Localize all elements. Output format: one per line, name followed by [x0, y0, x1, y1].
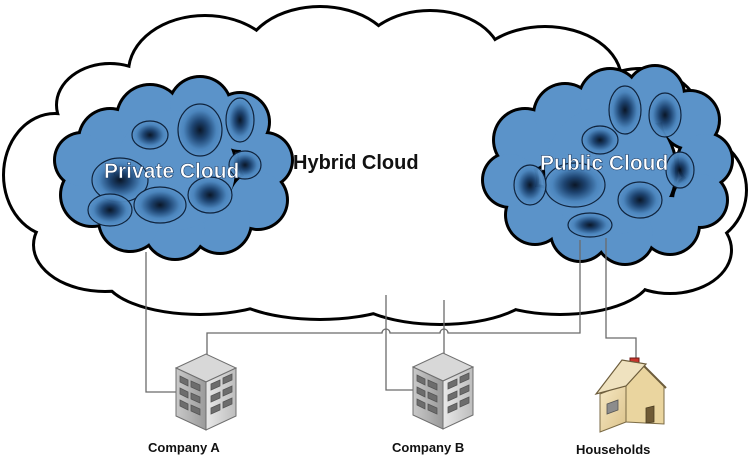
private-cloud-shape [53, 75, 294, 261]
connector-hybrid-to-company-b [385, 295, 415, 391]
connector-private-to-company-a [145, 252, 178, 393]
hybrid-cloud-label: Hybrid Cloud [293, 152, 419, 174]
company-b-label: Company B [392, 440, 464, 455]
house-icon [594, 357, 667, 433]
public-cloud-shape [481, 64, 734, 266]
office-building-icon [411, 352, 475, 430]
private-cloud-label: Private Cloud [104, 160, 239, 183]
public-cloud-label: Public Cloud [540, 152, 668, 175]
company-a-label: Company A [148, 440, 220, 455]
households-label: Households [576, 442, 650, 457]
connector-public-to-households [605, 238, 637, 360]
connector-public-to-company-a [206, 240, 581, 355]
office-building-icon [174, 353, 238, 431]
connector-lines [145, 238, 637, 393]
